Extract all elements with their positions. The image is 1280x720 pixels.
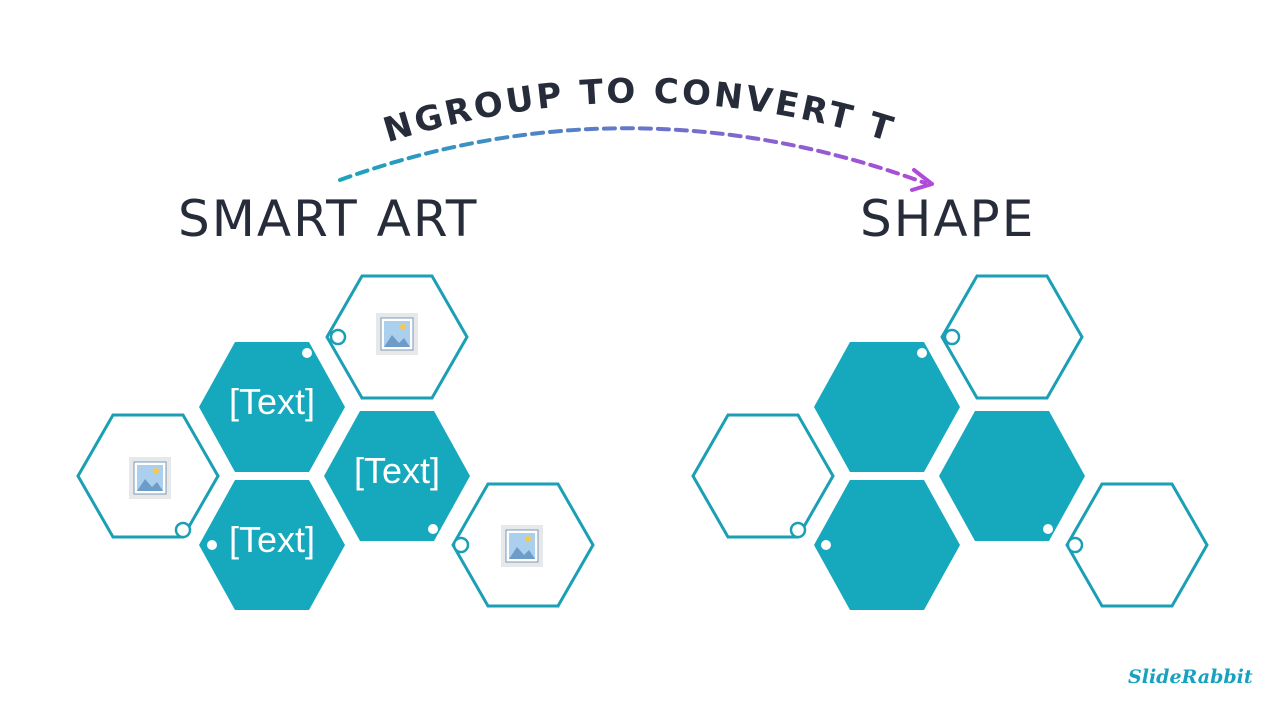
shape-diagram (691, 274, 1209, 610)
text-placeholder[interactable]: [Text] (229, 519, 315, 560)
text-placeholder[interactable]: [Text] (229, 381, 315, 422)
shape-outline-hex (691, 413, 835, 539)
connector-dot (302, 348, 312, 358)
shape-filled-hex (814, 480, 960, 610)
connector-dot (174, 521, 192, 539)
ungroup-arrow (338, 126, 927, 185)
arc-label: UNGROUP TO CONVERT TO (0, 0, 900, 151)
smart-art-diagram: [Text] [Text] [Text] (76, 274, 595, 610)
text-placeholder[interactable]: [Text] (354, 450, 440, 491)
connector-dot (821, 540, 831, 550)
connector-dot (207, 540, 217, 550)
shape-filled-hex (939, 411, 1085, 541)
shape-outline-hex (1065, 482, 1209, 608)
connector-dot (943, 328, 961, 346)
smart-art-title: SMART ART (178, 190, 479, 248)
image-placeholder-icon[interactable] (376, 313, 418, 355)
connector-dot (1043, 524, 1053, 534)
connector-dot (917, 348, 927, 358)
connector-dot (329, 328, 347, 346)
shape-filled-hex (814, 342, 960, 472)
connector-dot (428, 524, 438, 534)
image-placeholder-icon[interactable] (501, 525, 543, 567)
connector-dot (452, 536, 470, 554)
shape-outline-hex (940, 274, 1084, 400)
arrow-head-icon (910, 168, 934, 192)
brand-logo: SlideRabbit (1128, 666, 1253, 688)
shape-title: SHAPE (860, 190, 1036, 248)
image-placeholder-icon[interactable] (129, 457, 171, 499)
connector-dot (789, 521, 807, 539)
connector-dot (1066, 536, 1084, 554)
